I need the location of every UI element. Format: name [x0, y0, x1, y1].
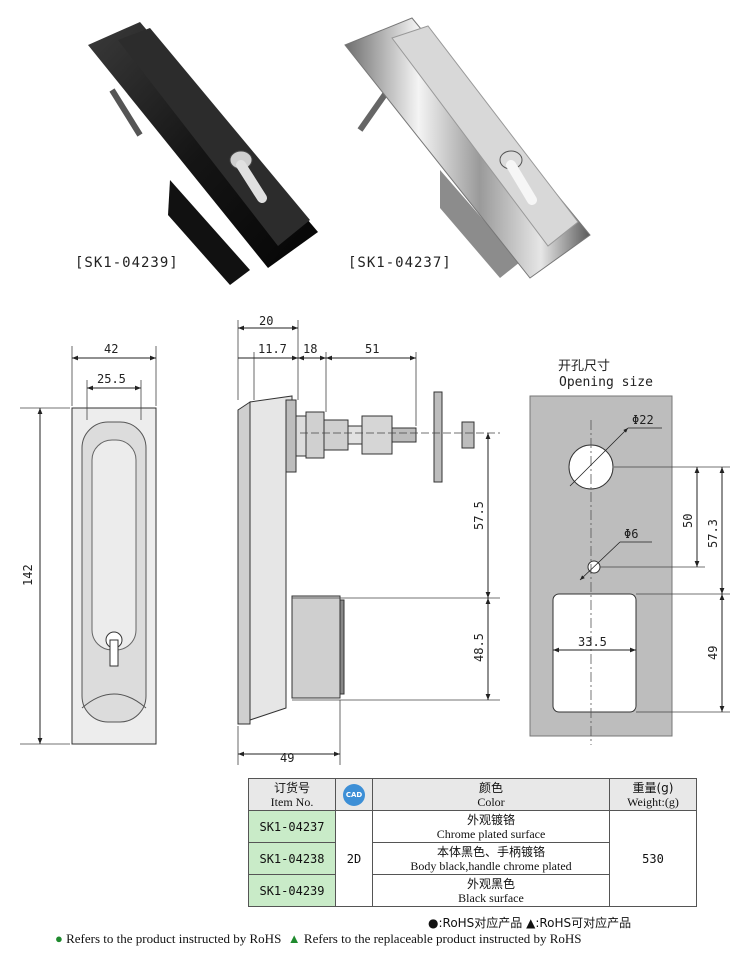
dim-hole-d2: Φ6	[624, 527, 638, 541]
chrome-handle-photo	[344, 17, 591, 279]
weight-value: 530	[609, 810, 697, 907]
spec-table: 订货号 Item No. CAD 颜色 Color 重量(g) Weight:(…	[248, 778, 697, 907]
rohs-legend-cn: ●:RoHS对应产品 ▲:RoHS可对应产品	[428, 916, 632, 930]
opening-title-en: Opening size	[559, 375, 653, 390]
dim-hole-d1: Φ22	[632, 413, 654, 427]
header-item: 订货号 Item No.	[248, 778, 336, 811]
header-weight: 重量(g) Weight:(g)	[609, 778, 697, 811]
color-cell: 本体黑色、手柄镀铬 Body black,handle chrome plate…	[372, 842, 610, 875]
dim-side-d: 57.5	[472, 501, 486, 530]
dim-front-inner: 25.5	[97, 372, 126, 386]
green-triangle-icon: ▲	[287, 931, 301, 946]
dim-side-bottom: 49	[280, 751, 294, 765]
cad-value: 2D	[335, 810, 373, 907]
product-photos	[88, 17, 591, 285]
color-cell: 外观黑色 Black surface	[372, 874, 610, 907]
color-cell: 外观镀铬 Chrome plated surface	[372, 810, 610, 843]
technical-drawing: 42 25.5 142 20 11.7 18	[20, 314, 730, 765]
dim-side-b: 18	[303, 342, 317, 356]
dim-side-a: 11.7	[258, 342, 287, 356]
header-color: 颜色 Color	[372, 778, 610, 811]
table-header-row: 订货号 Item No. CAD 颜色 Color 重量(g) Weight:(…	[248, 778, 697, 811]
dim-side-c: 51	[365, 342, 379, 356]
dim-hole-v1: 50	[681, 514, 695, 528]
dim-hole-h: 49	[706, 646, 720, 660]
dim-side-total: 20	[259, 314, 273, 328]
dim-hole-v2: 57.3	[706, 519, 720, 548]
opening-title-cn: 开孔尺寸	[558, 359, 610, 374]
dim-front-width: 42	[104, 342, 118, 356]
opening-panel	[529, 395, 730, 745]
side-view	[237, 320, 500, 765]
item-code: SK1-04238	[248, 842, 336, 875]
black-handle-photo	[88, 22, 318, 285]
front-view	[20, 346, 157, 745]
item-code: SK1-04237	[248, 810, 336, 843]
product-code-black: [SK1-04239]	[75, 255, 179, 271]
dim-hole-w: 33.5	[578, 635, 607, 649]
header-cad: CAD	[335, 778, 373, 811]
cad-icon: CAD	[343, 783, 365, 806]
rohs-legend-en: ● Refers to the product instructed by Ro…	[55, 931, 582, 946]
table-row: SK1-04239 外观黑色 Black surface	[248, 874, 697, 907]
dim-front-height: 142	[21, 564, 35, 586]
dim-side-e: 48.5	[472, 633, 486, 662]
item-code: SK1-04239	[248, 874, 336, 907]
product-code-chrome: [SK1-04237]	[348, 255, 452, 271]
table-row: SK1-04237 2D 外观镀铬 Chrome plated surface …	[248, 810, 697, 907]
green-circle-icon: ●	[55, 931, 63, 946]
